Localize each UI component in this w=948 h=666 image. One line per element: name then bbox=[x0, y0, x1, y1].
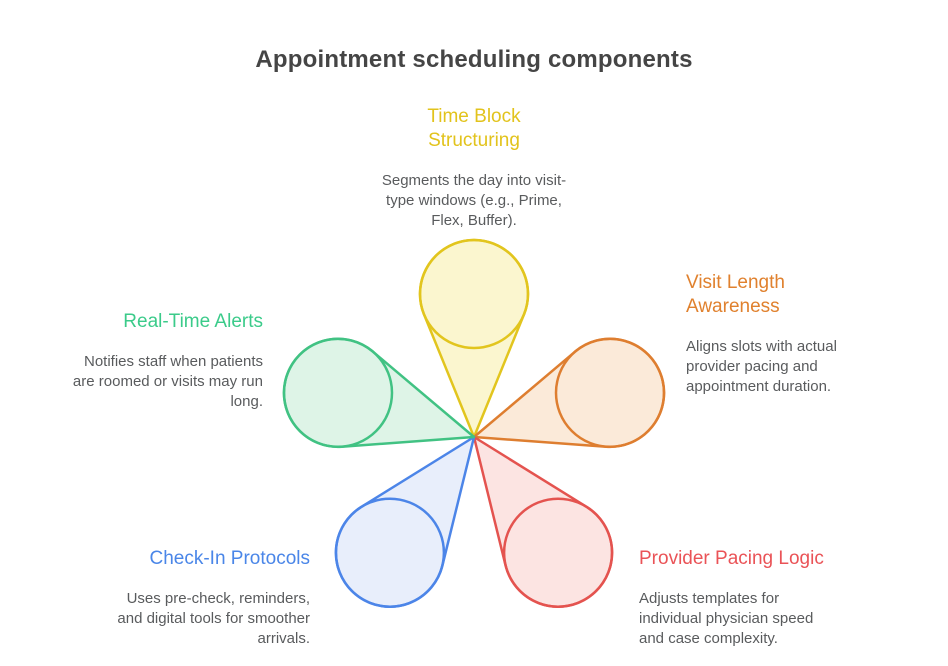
petal-provider-pacing-logic bbox=[472, 435, 614, 608]
petal-heading-time-block-structuring: Time Block Structuring bbox=[427, 106, 521, 151]
petal-heading-check-in-protocols: Check-In Protocols bbox=[149, 548, 310, 569]
petal-circle-real-time-alerts bbox=[282, 337, 394, 449]
label-provider-pacing-logic: Provider Pacing Logic Adjusts templates … bbox=[639, 547, 854, 649]
label-check-in-protocols: Check-In Protocols Uses pre-check, remin… bbox=[78, 547, 310, 649]
petal-circle-visit-length-awareness bbox=[554, 337, 666, 449]
petal-real-time-alerts bbox=[282, 337, 476, 449]
petal-time-block-structuring bbox=[418, 238, 530, 439]
petal-circle-provider-pacing-logic bbox=[502, 497, 614, 608]
petal-description-real-time-alerts: Notifies staff when patients are roomed … bbox=[72, 353, 263, 410]
petal-description-visit-length-awareness: Aligns slots with actual provider pacing… bbox=[686, 338, 837, 395]
petal-description-provider-pacing-logic: Adjusts templates for individual physici… bbox=[639, 590, 814, 647]
petal-description-check-in-protocols: Uses pre-check, reminders, and digital t… bbox=[117, 590, 310, 647]
petal-heading-real-time-alerts: Real-Time Alerts bbox=[123, 311, 263, 332]
label-time-block-structuring: Time Block Structuring Segments the day … bbox=[354, 105, 594, 231]
petal-circle-time-block-structuring bbox=[418, 238, 530, 350]
label-real-time-alerts: Real-Time Alerts Notifies staff when pat… bbox=[43, 310, 263, 412]
petal-description-time-block-structuring: Segments the day into visit- type window… bbox=[381, 172, 567, 229]
petal-heading-visit-length-awareness: Visit Length Awareness bbox=[686, 272, 785, 317]
label-visit-length-awareness: Visit Length Awareness Aligns slots with… bbox=[686, 271, 878, 397]
petal-circle-check-in-protocols bbox=[334, 497, 446, 608]
petal-check-in-protocols bbox=[334, 435, 476, 608]
petal-shape-check-in-protocols bbox=[334, 435, 476, 608]
petal-visit-length-awareness bbox=[472, 337, 666, 449]
petal-heading-provider-pacing-logic: Provider Pacing Logic bbox=[639, 548, 824, 569]
petal-shape-provider-pacing-logic bbox=[472, 435, 614, 608]
page-title: Appointment scheduling components bbox=[255, 46, 693, 73]
